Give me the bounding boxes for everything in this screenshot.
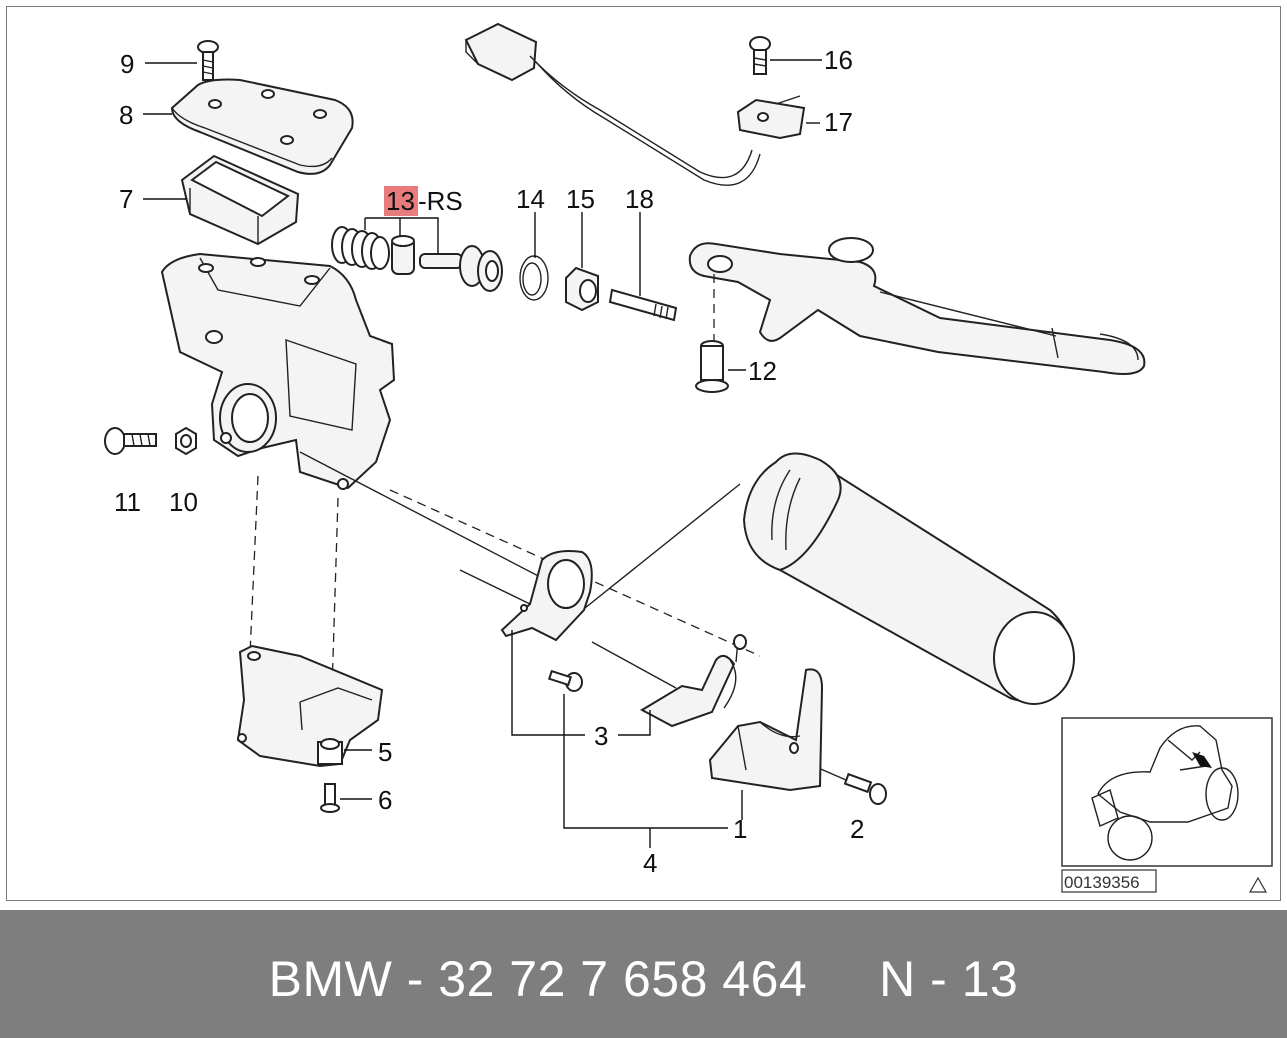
parts-diagram: 9 8 7 16 17 13 -RS 14 15 18 12 11 10 3 5… (104, 22, 1273, 893)
lower-cover-5 (236, 644, 384, 768)
master-cylinder-housing (160, 252, 396, 490)
callout-14: 14 (516, 184, 545, 214)
circlip-14 (519, 255, 549, 301)
screw-6 (320, 783, 340, 813)
callout-18: 18 (625, 184, 654, 214)
spring-13 (331, 226, 390, 270)
inset-motorcycle (1061, 717, 1273, 867)
leader-lines (143, 59, 822, 848)
callout-5: 5 (378, 737, 392, 767)
callout-12: 12 (748, 356, 777, 386)
screw-3 (547, 669, 583, 692)
callout-13: 13 (386, 186, 415, 216)
part-number-caption: BMW - 32 72 7 658 464 N - 13 (268, 951, 1019, 1007)
callout-7: 7 (119, 184, 133, 214)
bracket-3 (500, 550, 747, 728)
boot-15 (565, 266, 599, 312)
brake-switch-17 (464, 22, 806, 186)
warning-triangle-icon (1248, 876, 1268, 893)
handle-grip (742, 452, 1075, 705)
callout-6: 6 (378, 785, 392, 815)
push-rod-18 (608, 288, 678, 322)
callout-3: 3 (594, 721, 608, 751)
screw-9 (197, 40, 219, 81)
screw-16 (749, 36, 771, 75)
inset-reference: 00139356 (1064, 873, 1140, 892)
footer-bar: BMW - 32 72 7 658 464 N - 13 (0, 910, 1287, 1038)
cover-8 (170, 78, 354, 175)
seal-13 (391, 235, 415, 275)
bolt-11 (104, 427, 157, 455)
construction-lines (249, 451, 761, 691)
switch-cover-1 (708, 668, 824, 792)
callout-8: 8 (119, 100, 133, 130)
pivot-bolt-12 (695, 274, 729, 393)
callout-15: 15 (566, 184, 595, 214)
callout-16: 16 (824, 45, 853, 75)
callout-10: 10 (169, 487, 198, 517)
piston-13 (419, 245, 503, 292)
callout-13-suffix: -RS (418, 186, 463, 216)
brake-lever (688, 237, 1146, 375)
inset-reference-box (1061, 869, 1157, 893)
callout-4: 4 (643, 848, 657, 878)
callout-17: 17 (824, 107, 853, 137)
diaphragm-7 (180, 154, 300, 246)
callout-2: 2 (850, 814, 864, 844)
callout-11: 11 (114, 487, 141, 517)
highlight-13 (384, 186, 418, 216)
nut-10 (175, 426, 197, 456)
callout-9: 9 (120, 49, 134, 79)
callout-1: 1 (733, 814, 747, 844)
